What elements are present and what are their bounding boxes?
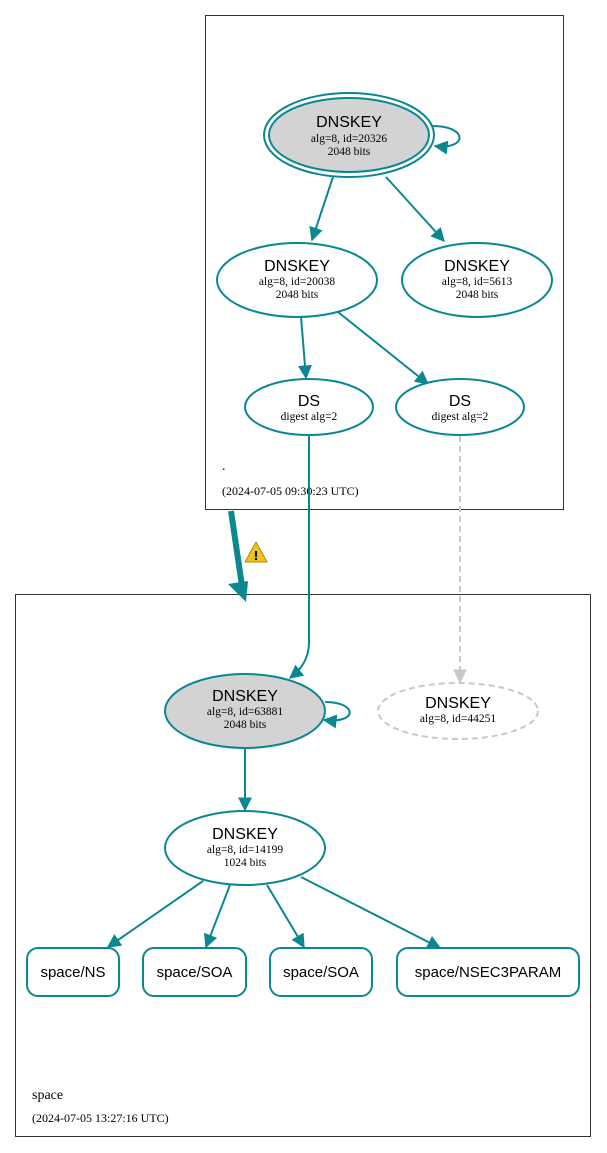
root-zone-box: [205, 15, 564, 510]
node-space-zsk-title: DNSKEY: [212, 826, 278, 843]
delegation-arrowhead: [228, 581, 248, 602]
node-root-ksk-title: DNSKEY: [316, 114, 382, 131]
edge-ds1-space-ksk: [288, 436, 310, 679]
node-space-ksk-line1: alg=8, id=63881: [207, 706, 283, 718]
rrset-soa-2-label: space/SOA: [283, 964, 359, 981]
node-ds2[interactable]: DS digest alg=2: [395, 378, 525, 436]
edge-space-zsk-soa1: [204, 884, 231, 949]
warning-icon[interactable]: !: [244, 540, 268, 563]
space-zone-timestamp: (2024-07-05 13:27:16 UTC): [32, 1111, 169, 1125]
node-ds1-title: DS: [298, 393, 320, 410]
space-zone-box: [15, 594, 591, 1137]
edge-root-ksk-self: [432, 125, 461, 155]
edge-space-ksk-self: [322, 701, 351, 729]
rrset-nsec3param-label: space/NSEC3PARAM: [415, 964, 561, 981]
node-space-ksk-line2: 2048 bits: [224, 719, 267, 731]
node-root-zsk2[interactable]: DNSKEY alg=8, id=5613 2048 bits: [401, 242, 553, 318]
node-space-missing[interactable]: DNSKEY alg=8, id=44251: [377, 682, 539, 740]
svg-text:!: !: [253, 549, 258, 563]
node-space-missing-line1: alg=8, id=44251: [420, 713, 496, 725]
delegation-edge: [228, 510, 245, 587]
node-space-zsk[interactable]: DNSKEY alg=8, id=14199 1024 bits: [164, 810, 326, 886]
node-root-ksk-line1: alg=8, id=20326: [311, 133, 387, 145]
node-root-ksk[interactable]: DNSKEY alg=8, id=20326 2048 bits: [263, 92, 435, 178]
node-ds1-line1: digest alg=2: [281, 411, 338, 423]
node-ds2-line1: digest alg=2: [432, 411, 489, 423]
rrset-soa-2[interactable]: space/SOA: [269, 947, 373, 997]
node-root-zsk1-line2: 2048 bits: [276, 289, 319, 301]
node-root-zsk1[interactable]: DNSKEY alg=8, id=20038 2048 bits: [216, 242, 378, 318]
space-zone-label: space: [32, 1088, 63, 1103]
edge-zsk1-ds2: [337, 311, 430, 385]
root-zone-label: .: [222, 459, 226, 474]
node-space-missing-title: DNSKEY: [425, 695, 491, 712]
edge-space-zsk-nsec3param: [300, 876, 442, 949]
node-space-ksk-title: DNSKEY: [212, 688, 278, 705]
node-ds2-title: DS: [449, 393, 471, 410]
edge-space-zsk-ns: [106, 880, 204, 948]
rrset-ns-label: space/NS: [40, 964, 105, 981]
node-root-zsk2-title: DNSKEY: [444, 258, 510, 275]
node-ds1[interactable]: DS digest alg=2: [244, 378, 374, 436]
edge-zsk1-ds1: [297, 316, 312, 380]
node-root-zsk2-line2: 2048 bits: [456, 289, 499, 301]
rrset-nsec3param[interactable]: space/NSEC3PARAM: [396, 947, 580, 997]
rrset-ns[interactable]: space/NS: [26, 947, 120, 997]
edge-root-ksk-zsk2: [385, 176, 445, 243]
node-space-zsk-line2: 1024 bits: [224, 857, 267, 869]
node-root-zsk1-title: DNSKEY: [264, 258, 330, 275]
node-space-zsk-line1: alg=8, id=14199: [207, 844, 283, 856]
rrset-soa-1-label: space/SOA: [157, 964, 233, 981]
node-root-zsk2-line1: alg=8, id=5613: [442, 276, 513, 288]
node-root-ksk-line2: 2048 bits: [328, 146, 371, 158]
node-root-zsk1-line1: alg=8, id=20038: [259, 276, 335, 288]
node-space-ksk[interactable]: DNSKEY alg=8, id=63881 2048 bits: [164, 673, 326, 749]
rrset-soa-1[interactable]: space/SOA: [142, 947, 247, 997]
root-zone-timestamp: (2024-07-05 09:30:23 UTC): [222, 484, 359, 498]
edge-space-zsk-soa2: [266, 884, 305, 949]
edge-root-ksk-zsk1: [309, 176, 334, 242]
